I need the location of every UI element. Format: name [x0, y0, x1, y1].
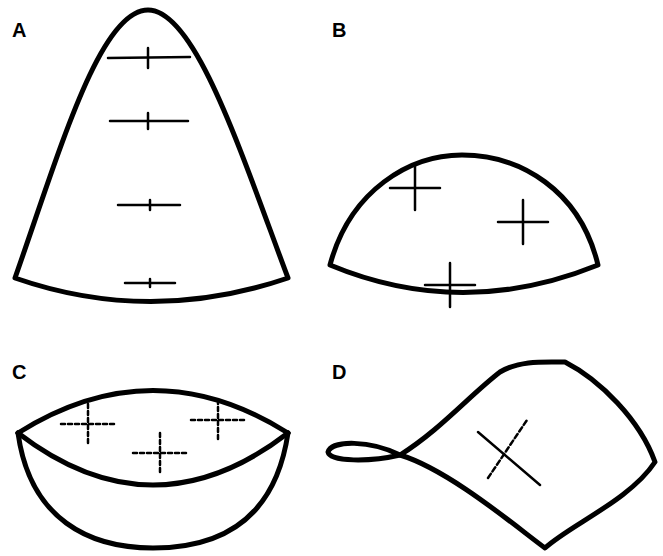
panel-letter: B	[332, 20, 346, 40]
panel-letter: A	[12, 20, 26, 40]
concave-bowl	[18, 391, 288, 549]
panel-letter: D	[332, 362, 346, 382]
saddle-surface	[328, 362, 655, 548]
spherical-cap	[330, 155, 598, 307]
panel-letter: C	[12, 362, 26, 382]
elongated-dome	[15, 10, 288, 302]
